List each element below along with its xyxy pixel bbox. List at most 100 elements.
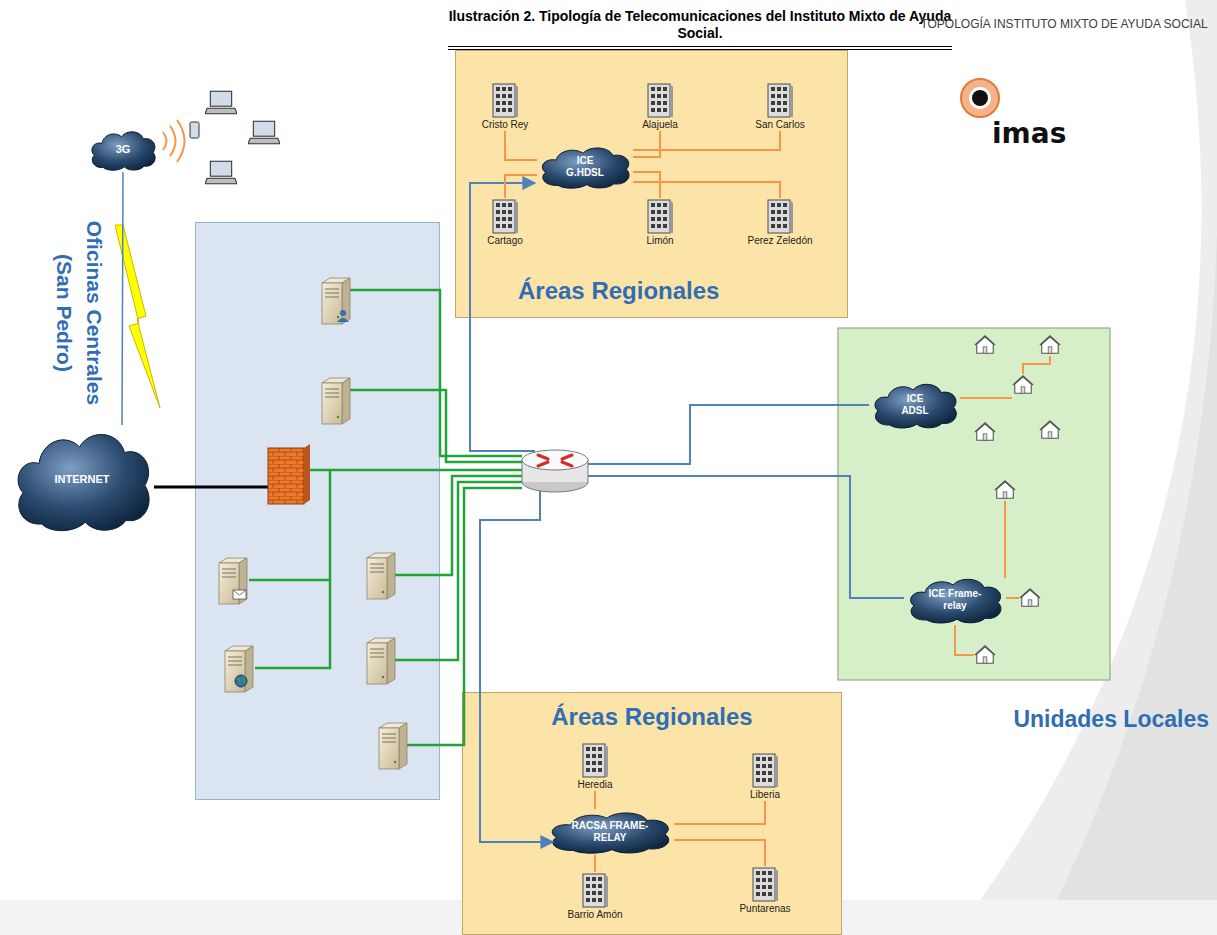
building-window [777,94,781,98]
building-icon [670,200,673,233]
link-line [594,855,596,872]
building-window [762,892,766,896]
building-icon [765,198,795,234]
region-heading: Oficinas Centrales (San Pedro) [53,221,106,405]
site-name: Cartago [487,235,523,247]
building-window [598,761,602,765]
building-window [502,108,506,112]
building-icon [605,874,608,907]
building-window [502,210,506,214]
building-window [663,210,667,214]
building-window [783,210,787,214]
site-building: Alajuela [642,82,678,131]
building-window [586,877,590,881]
site-building: Perez Zeledón [747,198,812,247]
building-window [657,101,661,105]
network-cloud: ICE ADSL [870,380,960,430]
building-window [651,108,655,112]
building-icon [515,84,518,117]
building-window [496,224,500,228]
site-building: Cartago [487,198,523,247]
cloud-shape [553,813,670,853]
router [522,450,588,492]
building-icon [493,200,515,233]
lan-links [304,469,522,472]
local-links [960,397,1012,399]
mobile-devices [248,121,280,143]
server [225,646,253,692]
building-icon [753,754,775,787]
panel-heading-box: Oficinas Centrales (San Pedro) [48,211,108,416]
building-window [508,224,512,228]
building-window [783,224,787,228]
building-window [586,768,590,772]
building-window [496,101,500,105]
wireless-signal [163,132,167,150]
server [233,590,246,595]
building-window [768,878,772,882]
building-window [496,203,500,207]
local-links [1023,356,1050,374]
building-window [663,203,667,207]
building-window [777,210,781,214]
building-window [651,94,655,98]
building-window [756,892,760,896]
wan-links [588,476,904,598]
building-window [663,217,667,221]
building-window [651,210,655,214]
building-window [496,108,500,112]
network-cloud: ICE Frame-relay [905,575,1005,625]
mobile-devices [205,91,237,113]
site-building: Limón [645,198,675,247]
mobile-devices [190,91,280,183]
building-window [771,94,775,98]
building-window [592,877,596,881]
building-window [771,210,775,214]
site-name: Cristo Rey [482,119,529,131]
building-window [598,877,602,881]
building-window [586,761,590,765]
building-window [651,87,655,91]
building-window [651,203,655,207]
building-window [496,94,500,98]
building-window [768,885,772,889]
building-window [592,754,596,758]
building-window [657,217,661,221]
building-icon [490,198,520,234]
cloud-shape [875,384,956,428]
building-window [508,217,512,221]
house [975,646,995,663]
firewall [268,444,310,504]
building-window [777,101,781,105]
building-window [762,757,766,761]
area-heading: Unidades Locales [1013,706,1209,732]
building-window [663,224,667,228]
building-icon [583,874,605,907]
building-window [762,764,766,768]
cloud-shape [92,132,155,170]
building-window [496,87,500,91]
network-name: ICE ADSL [898,393,933,417]
building-icon [670,84,673,117]
building-icon [580,742,610,778]
wireless-signal [177,120,185,162]
building-icon [790,84,793,117]
building-icon [580,872,610,908]
building-window [771,101,775,105]
building-window [783,101,787,105]
building-window [657,87,661,91]
site-building: Liberia [750,752,780,801]
building-window [771,108,775,112]
building-window [777,108,781,112]
building-window [663,101,667,105]
building-window [768,771,772,775]
building-icon [515,200,518,233]
network-name: ICE Frame-relay [924,588,986,612]
building-icon [583,744,605,777]
firewall [268,448,304,504]
server [322,278,350,324]
mobile-devices [190,122,199,138]
building-window [651,101,655,105]
building-window [777,217,781,221]
server [237,676,244,684]
